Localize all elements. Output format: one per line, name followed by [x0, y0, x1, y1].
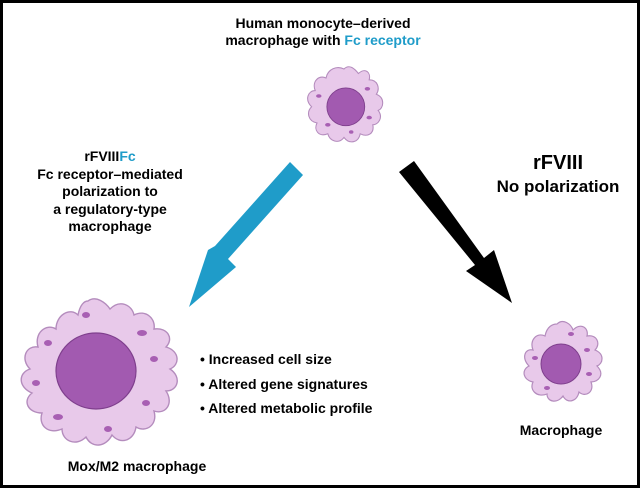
top-cell-granule — [316, 94, 322, 98]
no-polarization-text: No polarization — [496, 177, 620, 196]
list-item: • Altered metabolic profile — [200, 400, 373, 416]
black-arrow — [399, 161, 512, 303]
left-label-line3: polarization to — [62, 183, 158, 199]
macrophage-label: Macrophage — [519, 422, 603, 438]
mox-cell-granule — [32, 380, 40, 386]
rfviiifc-label: rFVIIIFc Fc receptor–mediated polarizati… — [15, 148, 205, 236]
drug-name-rfviiifc: rFVIIIFc — [84, 148, 136, 164]
top-cell-nucleus — [326, 87, 366, 127]
left-label-line4: a regulatory-type — [53, 200, 167, 217]
mox-cell-granule — [104, 426, 112, 432]
mox-m2-macrophage-cell — [20, 298, 178, 446]
top-cell-granule — [348, 130, 354, 134]
macrophage-cell-granule — [544, 386, 550, 390]
top-monocyte-cell — [307, 66, 384, 143]
macrophage-cell — [523, 320, 603, 402]
mox-cell-granule — [44, 340, 52, 346]
top-cell-granule — [366, 115, 372, 120]
top-label-line2: macrophage with Fc receptor — [225, 31, 421, 48]
rfviii-label: rFVIII No polarization — [473, 151, 637, 197]
mox-cell-granule — [82, 312, 90, 318]
fc-receptor-accent: Fc receptor — [344, 31, 421, 48]
mox-cell-granule — [150, 356, 158, 362]
mox-m2-macrophage-label: Mox/M2 macrophage — [67, 458, 207, 474]
mox-cell-granule — [142, 400, 150, 406]
left-label-line5: macrophage — [68, 218, 152, 234]
polarization-effects-list: • Increased cell size • Altered gene sig… — [200, 347, 372, 421]
blue-arrow — [189, 162, 303, 307]
mox-cell-granule — [137, 330, 147, 336]
macrophage-cell-granule — [586, 372, 592, 376]
mox-cell-nucleus — [55, 332, 137, 410]
fc-accent: Fc — [119, 148, 136, 164]
top-label-line1: Human monocyte–derived — [235, 15, 411, 31]
top-cell-label: Human monocyte–derived macrophage with F… — [183, 15, 463, 49]
drug-name-rfviii: rFVIII — [532, 152, 583, 174]
left-label-line2: Fc receptor–mediated — [37, 165, 183, 182]
list-item: • Increased cell size — [200, 351, 332, 367]
top-cell-granule — [325, 123, 331, 127]
list-item: • Altered gene signatures — [200, 375, 368, 392]
macrophage-cell-granule — [584, 348, 590, 352]
top-cell-granule — [364, 87, 371, 91]
macrophage-cell-granule — [532, 356, 538, 360]
mox-cell-granule — [53, 414, 63, 420]
macrophage-cell-granule — [568, 332, 574, 336]
macrophage-cell-nucleus — [540, 343, 582, 385]
arrows-layer — [189, 161, 512, 307]
